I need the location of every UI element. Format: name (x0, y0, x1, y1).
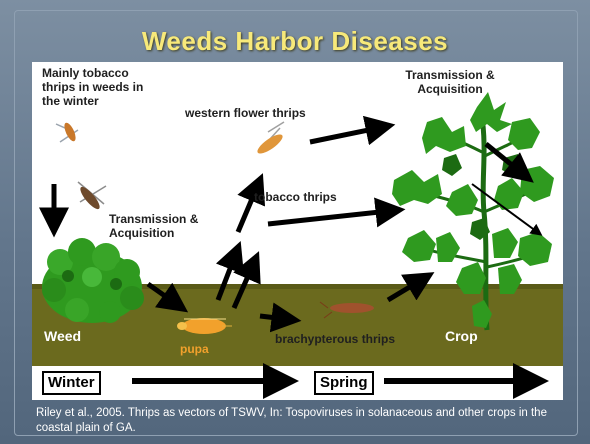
label-brachypterous-thrips: brachypterous thrips (275, 332, 395, 346)
slide-title: Weeds Harbor Diseases (0, 26, 590, 57)
adult-thrips-winter-icon (56, 121, 78, 143)
diagram-panel: Mainly tobacco thrips in weeds in the wi… (32, 62, 563, 400)
season-winter-box: Winter (42, 371, 101, 395)
label-western-flower-thrips: western flower thrips (185, 106, 306, 120)
label-weed: Weed (44, 328, 81, 344)
label-transmission-left: Transmission & Acquisition (109, 212, 219, 240)
western-flower-thrips-icon (255, 122, 285, 157)
label-transmission-right: Transmission & Acquisition (390, 68, 510, 96)
arrow-to-western (238, 180, 260, 232)
label-tobacco-thrips: tobacco thrips (254, 190, 337, 204)
arrow-western-to-crop (310, 126, 388, 142)
season-spring-box: Spring (314, 371, 374, 395)
adult-thrips-brown-icon (78, 182, 106, 212)
arrow-tobacco-to-crop (268, 210, 398, 224)
label-winter-thrips: Mainly tobacco thrips in weeds in the wi… (42, 66, 152, 108)
label-pupa: pupa (180, 342, 209, 356)
citation-caption: Riley et al., 2005. Thrips as vectors of… (36, 406, 566, 436)
label-crop: Crop (445, 328, 478, 344)
weed-plant-icon (42, 238, 144, 323)
